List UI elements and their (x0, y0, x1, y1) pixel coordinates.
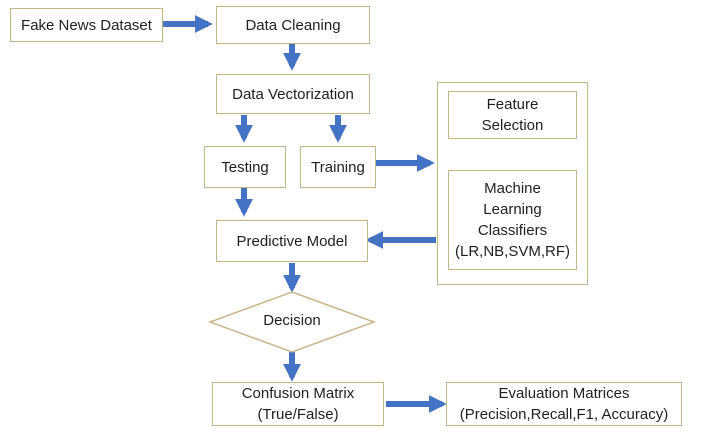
node-ml-classifiers: Machine Learning Classifiers (LR,NB,SVM,… (448, 170, 577, 270)
node-label: Testing (221, 158, 269, 176)
node-data-cleaning: Data Cleaning (216, 6, 370, 44)
decision-label: Decision (263, 312, 321, 329)
node-label-line: (LR,NB,SVM,RF) (454, 243, 570, 260)
node-label-line: (True/False) (257, 406, 339, 423)
node-label: Fake News Dataset (21, 16, 152, 34)
node-label: Data Cleaning (245, 16, 341, 34)
node-fake-news-dataset: Fake News Dataset (10, 8, 163, 42)
node-confusion-matrix: Confusion Matrix (True/False) (212, 382, 384, 426)
node-label-line: Machine (484, 180, 541, 197)
node-label-line: Confusion Matrix (241, 385, 355, 402)
node-label-line: Feature (486, 96, 539, 113)
node-predictive-model: Predictive Model (216, 220, 368, 262)
decision-diamond (207, 291, 377, 353)
node-label-line: Selection (481, 117, 544, 134)
node-evaluation-matrices: Evaluation Matrices (Precision,Recall,F1… (446, 382, 682, 426)
node-label: Predictive Model (236, 232, 348, 250)
node-testing: Testing (204, 146, 286, 188)
node-label-line: Classifiers (477, 222, 548, 239)
node-data-vectorization: Data Vectorization (216, 74, 370, 114)
node-label: Data Vectorization (232, 85, 354, 103)
node-training: Training (300, 146, 376, 188)
node-label-line: (Precision,Recall,F1, Accuracy) (459, 406, 669, 423)
node-label-line: Evaluation Matrices (498, 385, 630, 402)
node-label: Training (311, 158, 365, 176)
node-feature-selection: Feature Selection (448, 91, 577, 139)
node-label-line: Learning (483, 201, 542, 218)
